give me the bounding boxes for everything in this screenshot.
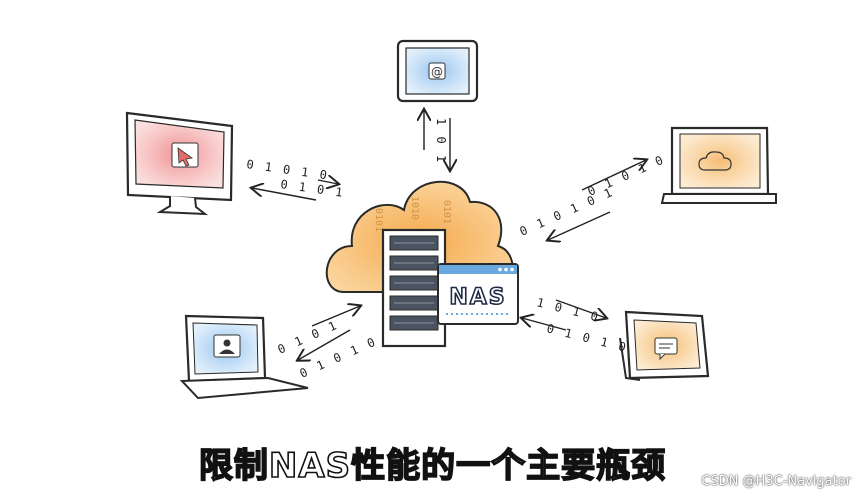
svg-text:0101: 0101 — [373, 208, 384, 232]
nas-label: NAS — [449, 285, 506, 310]
laptop-right — [660, 126, 777, 204]
watermark: CSDN @H3C-Navigator — [701, 474, 851, 489]
tablet-bottom-right — [619, 310, 710, 381]
chat-bubble-icon — [654, 337, 678, 361]
left-data-flow: 0 1 0 1 0 0 1 0 1 — [246, 157, 346, 201]
svg-text:@: @ — [431, 65, 443, 79]
bottom-left-data-flow: 0 1 0 1 0 1 0 1 0 — [276, 306, 379, 381]
binary-bottom-right-lower: 0 1 0 1 0 — [545, 321, 629, 355]
contact-card-icon — [213, 334, 241, 358]
binary-bottom-right: 1 0 1 0 — [535, 295, 601, 324]
laptop-bottom-left — [179, 314, 309, 400]
binary-bottom-left: 0 1 0 1 — [276, 318, 341, 357]
subtitle-caption: 限制NAS性能的一个主要瓶颈 — [198, 445, 667, 487]
binary-top-left-lower: 0 1 0 1 — [280, 177, 346, 200]
svg-text:0101: 0101 — [441, 200, 452, 224]
bottom-right-data-flow: 1 0 1 0 0 1 0 1 0 — [522, 295, 629, 355]
binary-top-right-lower: 0 1 0 1 0 — [586, 152, 668, 199]
svg-text:1010: 1010 — [409, 196, 420, 220]
binary-top-vertical: 1 0 1 — [434, 118, 448, 164]
tablet-top: @ — [396, 39, 479, 103]
cursor-icon — [171, 142, 199, 168]
nas-window: NAS — [437, 263, 519, 325]
right-data-flow: 0 1 0 1 0 1 0 1 0 1 0 — [518, 152, 668, 240]
top-data-flow: 1 0 1 — [424, 110, 450, 170]
at-sign-icon: @ — [428, 62, 446, 80]
cloud-icon — [698, 151, 732, 171]
monitor-left — [125, 111, 234, 216]
server-rack — [381, 228, 447, 348]
